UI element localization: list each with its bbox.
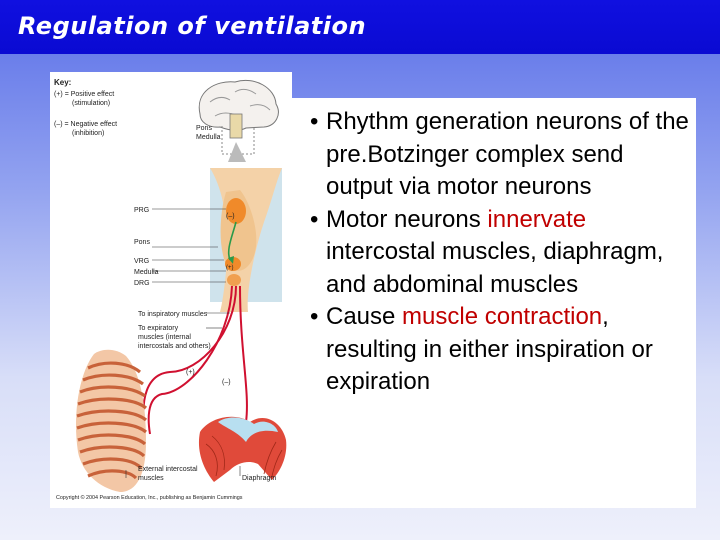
- label-leaders: [152, 208, 226, 283]
- title-bar: Regulation of ventilation: [0, 0, 720, 54]
- highlighted-text: muscle contraction: [402, 303, 603, 330]
- sign-minus-prg: (–): [226, 213, 235, 220]
- highlighted-text: innervate: [487, 205, 587, 233]
- label-external-2: muscles: [138, 475, 164, 482]
- bullet-list: Rhythm generation neurons of the pre.Bot…: [310, 106, 694, 399]
- label-external-1: External intercostal: [138, 466, 198, 473]
- label-vrg: VRG: [134, 258, 149, 265]
- label-pons-top: Pons: [196, 125, 212, 132]
- key-positive-meaning: (stimulation): [72, 100, 110, 107]
- label-prg: PRG: [134, 207, 149, 214]
- key-title: Key:: [54, 78, 71, 87]
- slide-title: Regulation of ventilation: [18, 12, 367, 40]
- label-to-inspiratory: To inspiratory muscles: [138, 311, 208, 318]
- bullet-text: intercostal muscles, diaphragm, and abdo…: [326, 238, 664, 298]
- sign-plus-vrg: (+): [226, 265, 234, 271]
- copyright-text: Copyright © 2004 Pearson Education, Inc.…: [56, 494, 243, 501]
- diaphragm-illustration: [198, 416, 287, 482]
- bullet-text: Rhythm generation neurons of the pre.Bot…: [326, 108, 689, 200]
- bullet-text: Cause: [326, 303, 403, 330]
- label-to-expiratory-1: To expiratory: [138, 325, 179, 332]
- bullet-item: Motor neurons innervate intercostal musc…: [310, 204, 694, 302]
- key-negative: (–) = Negative effect: [54, 121, 117, 128]
- bullet-item: Cause muscle contraction, resulting in e…: [310, 301, 694, 399]
- key-negative-meaning: (inhibition): [72, 130, 104, 137]
- brainstem-illustration: [210, 168, 282, 312]
- label-to-expiratory-2: muscles (internal: [138, 334, 191, 341]
- text-panel: Rhythm generation neurons of the pre.Bot…: [292, 98, 696, 508]
- sign-plus-nerve: (+): [186, 369, 195, 376]
- ribcage-illustration: [75, 349, 148, 492]
- label-to-expiratory-3: intercostals and others): [138, 343, 211, 350]
- sign-minus-nerve: (–): [222, 379, 231, 386]
- bullet-item: Rhythm generation neurons of the pre.Bot…: [310, 106, 694, 204]
- bullet-text: , resulting in either inspiration or exp…: [326, 303, 653, 395]
- brain-illustration: [198, 80, 279, 162]
- label-pons: Pons: [134, 239, 150, 246]
- label-medulla-top: Medulla: [196, 134, 221, 141]
- nerve-leaders: [206, 312, 230, 329]
- key-positive: (+) = Positive effect: [54, 91, 114, 98]
- label-drg: DRG: [134, 280, 150, 287]
- ventilation-figure: Key: (+) = Positive effect (stimulation)…: [50, 72, 292, 508]
- respiratory-centers-diagram: Key: (+) = Positive effect (stimulation)…: [54, 78, 287, 501]
- label-medulla: Medulla: [134, 269, 159, 276]
- label-diaphragm: Diaphragm: [242, 475, 276, 482]
- bullet-text: Motor neurons: [326, 205, 488, 233]
